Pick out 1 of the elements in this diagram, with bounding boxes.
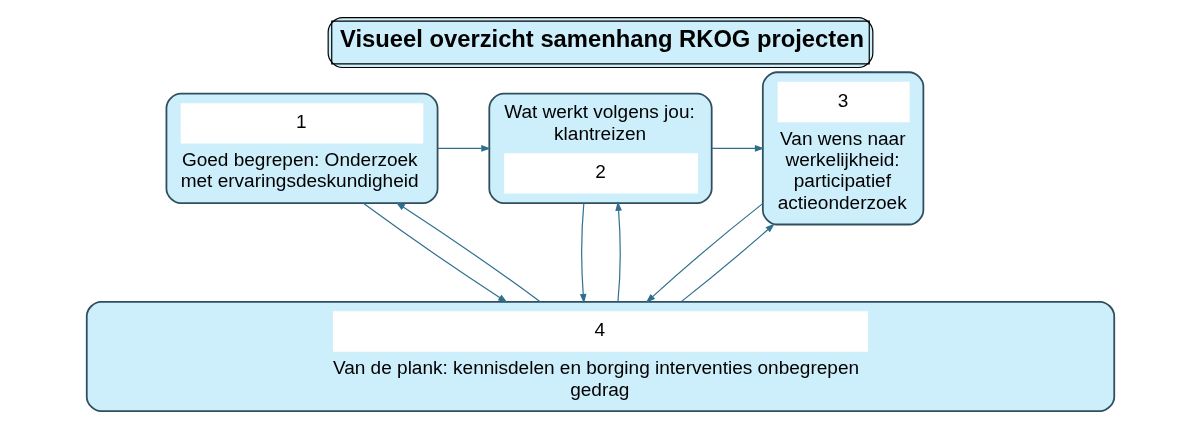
diagram-title: Visueel overzicht samenhang RKOG projecten [339,25,864,53]
